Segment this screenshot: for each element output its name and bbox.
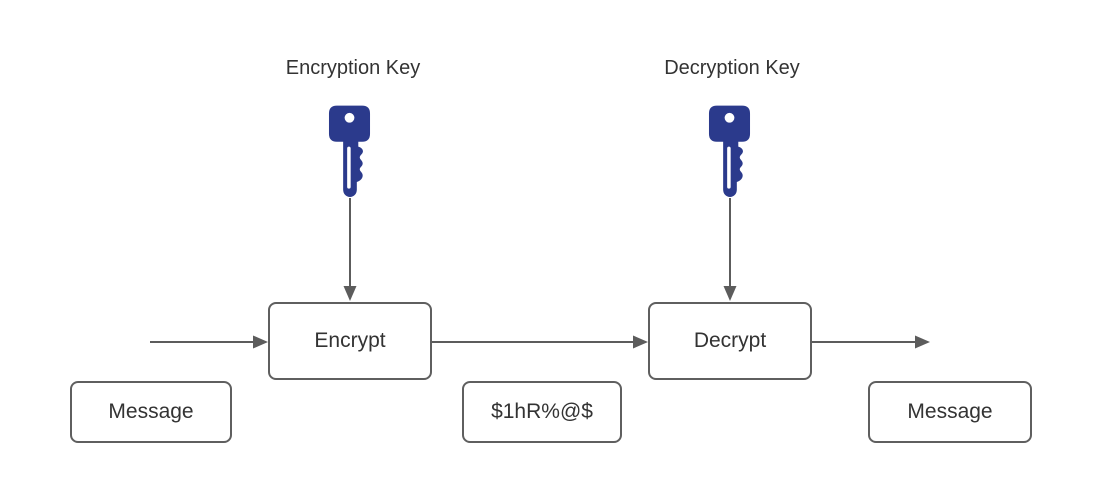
encryption-key-icon (328, 105, 371, 197)
decrypt-to-output-arrow (812, 335, 930, 349)
output-message-label: Message (907, 400, 993, 423)
encrypt-node: Encrypt (268, 302, 432, 380)
input-to-encrypt-arrow (150, 335, 268, 349)
input-message-label: Message (108, 400, 194, 423)
encryption-key-label: Encryption Key (285, 57, 421, 79)
input-message-node: Message (70, 381, 232, 443)
key-hole (344, 112, 355, 123)
decrypt-node-label: Decrypt (693, 329, 767, 352)
key-hole (724, 112, 735, 123)
encryption-key-to-encrypt-arrow (343, 198, 357, 301)
decrypt-node: Decrypt (648, 302, 812, 380)
decryption-key-label: Decryption Key (664, 57, 800, 79)
ciphertext-node: $1hR%@$ (462, 381, 622, 443)
key-slit (347, 146, 351, 189)
key-slit (727, 146, 731, 189)
decryption-key-icon (708, 105, 751, 197)
output-message-node: Message (868, 381, 1032, 443)
ciphertext-label: $1hR%@$ (491, 400, 593, 423)
encrypt-to-decrypt-arrow (432, 335, 648, 349)
encrypt-node-label: Encrypt (314, 329, 386, 352)
decryption-key-to-decrypt-arrow (723, 198, 737, 301)
